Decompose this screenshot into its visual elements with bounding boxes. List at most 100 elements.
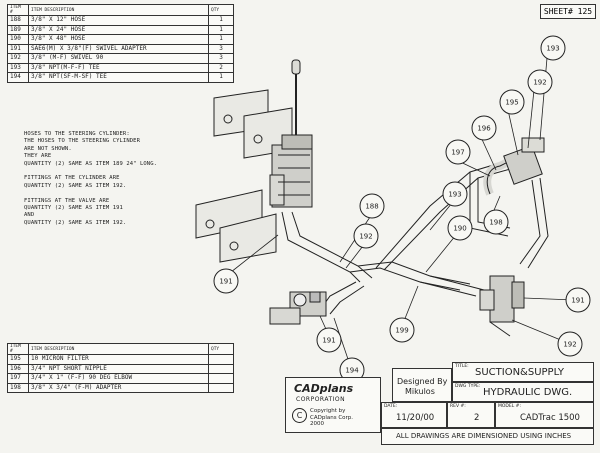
dwg-type-cell: DWG TYPE: HYDRAULIC DWG.	[452, 382, 594, 402]
note-line: AND	[24, 212, 35, 219]
callout-bubble: 192	[557, 331, 583, 357]
callout-group: 193 192 195 196 197 198 193 190 188 192 191 191 199 1…	[213, 35, 591, 383]
date-cell: DATE: 11/20/00	[381, 402, 447, 428]
note-line: THEY ARE	[24, 153, 52, 160]
callout-number: 193	[448, 191, 461, 199]
company-logo-sub: CORPORATION	[296, 396, 346, 403]
callout-number: 196	[477, 125, 491, 133]
item-number: 197	[7, 373, 29, 384]
item-description: 3/4" X 1" (F-F) 90 DEG ELBOW	[28, 373, 209, 384]
title-label: TITLE:	[455, 364, 469, 369]
item-qty	[208, 363, 234, 374]
callout-bubble: 193	[540, 35, 566, 61]
item-qty	[208, 354, 234, 365]
model-label: MODEL #:	[498, 404, 521, 409]
note-line: FITTINGS AT THE CYLINDER ARE	[24, 175, 120, 182]
item-description: 3/8" X 3/4" (F-M) ADAPTER	[28, 382, 209, 393]
note-line: QUANTITY (2) SAME AS ITEM 192.	[24, 219, 127, 226]
item-description: 3/4" NPT SHORT NIPPLE	[28, 363, 209, 374]
callout-number: 193	[546, 45, 559, 53]
col-qty: QTY	[208, 4, 234, 16]
company-logo: CADplans	[294, 382, 354, 395]
mounting-plate	[195, 89, 293, 263]
note-line: QUANTITY (2) SAME AS ITEM 189 24" LONG.	[24, 160, 158, 167]
model-name: CADTrac 1500	[520, 413, 580, 423]
callout-bubble: 199	[389, 317, 415, 343]
dwg-type-label: DWG TYPE:	[455, 384, 481, 389]
filter-assembly	[483, 137, 545, 196]
note-line: QUANTITY (2) SAME AS ITEM 192.	[24, 182, 127, 189]
note-line: ARE NOT SHOWN.	[24, 145, 72, 152]
dimension-note: ALL DRAWINGS ARE DIMENSIONED USING INCHE…	[396, 432, 572, 440]
callout-bubble: 191	[316, 327, 342, 353]
item-qty: 1	[208, 72, 234, 83]
designed-by-label: Designed By	[397, 377, 448, 386]
callout-bubble: 193	[442, 181, 468, 207]
callout-number: 191	[571, 297, 584, 305]
item-qty	[208, 382, 234, 393]
item-number: 195	[7, 354, 29, 365]
footer-cell: ALL DRAWINGS ARE DIMENSIONED USING INCHE…	[381, 428, 594, 445]
callout-bubble: 198	[483, 209, 509, 235]
designed-by-cell: Designed By Mikulos	[392, 368, 452, 402]
sheet-number: SHEET# 125	[540, 4, 596, 19]
col-description: ITEM DESCRIPTION	[28, 343, 209, 355]
note-line: THE HOSES TO THE STEERING CYLINDER	[24, 138, 140, 145]
model-cell: MODEL #: CADTrac 1500	[495, 402, 594, 428]
callout-bubble: 188	[359, 193, 385, 219]
col-item: ITEM #	[7, 343, 29, 355]
logo-block: CADplans CORPORATION C Copyright by CADp…	[285, 377, 381, 433]
callout-number: 190	[453, 225, 466, 233]
col-item: ITEM #	[7, 4, 29, 16]
callout-number: 192	[359, 233, 372, 241]
callout-number: 199	[395, 327, 408, 335]
note-line: QUANTITY (2) SAME AS ITEM 191	[24, 204, 123, 211]
item-description: 10 MICRON FILTER	[28, 354, 209, 365]
right-valve	[479, 275, 525, 337]
title-cell: TITLE: SUCTION&SUPPLY	[452, 362, 594, 382]
callout-bubble: 196	[471, 115, 497, 141]
drawing-date: 11/20/00	[396, 413, 435, 423]
rev-label: REV #:	[450, 404, 466, 409]
item-number: 196	[7, 363, 29, 374]
note-line: HOSES TO THE STEERING CYLINDER:	[24, 131, 130, 137]
item-qty	[208, 373, 234, 384]
designer-name: Mikulos	[405, 387, 435, 396]
item-number: 198	[7, 382, 29, 393]
col-description: ITEM DESCRIPTION	[28, 4, 209, 16]
callout-number: 191	[219, 278, 232, 286]
callout-bubble: 195	[499, 89, 525, 115]
dwg-type: HYDRAULIC DWG.	[483, 387, 573, 398]
col-qty: QTY	[208, 343, 234, 355]
drawing-title: SUCTION&SUPPLY	[475, 367, 564, 378]
date-label: DATE:	[384, 404, 398, 409]
callout-number: 192	[533, 79, 546, 87]
callout-bubble: 192	[353, 223, 379, 249]
callout-number: 194	[345, 367, 359, 375]
copyright-symbol: C	[292, 408, 307, 423]
note-line: FITTINGS AT THE VALVE ARE	[24, 197, 110, 204]
callout-number: 197	[451, 149, 464, 157]
callout-bubble: 191	[213, 268, 239, 294]
callout-number: 195	[505, 99, 518, 107]
callout-bubble: 197	[445, 139, 471, 165]
control-valve	[269, 59, 313, 208]
callout-number: 191	[322, 337, 335, 345]
callout-number: 198	[489, 219, 502, 227]
revision-number: 2	[474, 413, 480, 423]
callout-number: 192	[563, 341, 576, 349]
callout-bubble: 192	[527, 69, 553, 95]
callout-number: 188	[365, 203, 378, 211]
callout-bubble: 191	[565, 287, 591, 313]
callout-bubble: 190	[447, 215, 473, 241]
rev-cell: REV #: 2	[447, 402, 495, 428]
